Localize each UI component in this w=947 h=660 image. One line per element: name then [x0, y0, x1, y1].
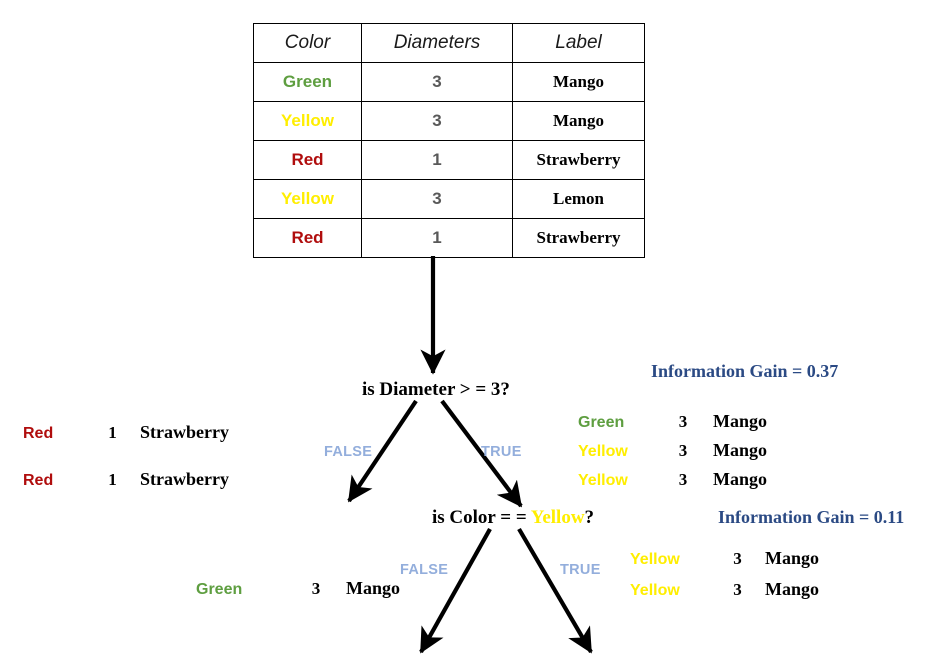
node-question-prefix: is Color = =	[432, 507, 531, 528]
cell-label: Lemon	[512, 179, 645, 219]
subset-diameter: 1	[108, 423, 117, 442]
subset-color: Yellow	[578, 443, 628, 460]
node-question-text: is Diameter > = 3?	[362, 379, 510, 400]
subset-diameter: 3	[678, 441, 688, 460]
subset-row: Green 3 Mango	[196, 578, 400, 599]
cell-color: Red	[253, 140, 362, 180]
cell-color: Green	[253, 62, 362, 102]
cell-diameter: 1	[361, 218, 513, 258]
subset-color-false: Green 3 Mango	[196, 578, 400, 599]
node-question-suffix: ?	[584, 507, 595, 528]
cell-diameter: 3	[361, 62, 513, 102]
information-gain-root: Information Gain = 0.37	[651, 361, 839, 381]
information-gain-color: Information Gain = 0.11	[718, 507, 905, 527]
subset-row: Yellow 3 Mango	[630, 579, 819, 600]
subset-color: Green	[578, 414, 625, 431]
subset-diameter: 3	[311, 579, 321, 598]
subset-label: Mango	[765, 548, 819, 568]
cell-color: Yellow	[253, 101, 362, 141]
cell-label: Strawberry	[512, 140, 645, 180]
subset-row: Yellow 3 Mango	[578, 440, 767, 461]
cell-diameter: 1	[361, 140, 513, 180]
decision-node-color[interactable]: is Color = = Yellow?	[432, 507, 594, 529]
branch-label-color-true: TRUE	[560, 562, 601, 578]
subset-row: Yellow 3 Mango	[630, 548, 819, 569]
subset-diameter: 3	[733, 580, 742, 599]
branch-label-root-false: FALSE	[324, 444, 373, 460]
subset-label: Mango	[713, 440, 767, 460]
cell-diameter: 3	[361, 101, 513, 141]
subset-diameter: 3	[678, 412, 688, 431]
cell-color: Yellow	[253, 179, 362, 219]
node-question-highlight: Yellow	[530, 507, 585, 528]
subset-color: Yellow	[578, 472, 628, 489]
subset-label: Mango	[713, 469, 767, 489]
subset-label: Strawberry	[140, 469, 229, 489]
column-header-color: Color	[253, 23, 362, 63]
column-header-diameters: Diameters	[361, 23, 513, 63]
table-header-row: Color Diameters Label	[253, 23, 645, 63]
subset-diameter: 1	[108, 470, 117, 489]
subset-label: Mango	[713, 411, 767, 431]
subset-diameter: 3	[678, 470, 688, 489]
cell-label: Strawberry	[512, 218, 645, 258]
arrow-color-false	[419, 527, 492, 654]
subset-color: Yellow	[630, 551, 680, 568]
subset-label: Strawberry	[140, 422, 229, 442]
arrow-color-true	[517, 527, 593, 654]
subset-row: Green 3 Mango	[578, 411, 767, 432]
cell-color: Red	[253, 218, 362, 258]
subset-label: Mango	[765, 579, 819, 599]
subset-label: Mango	[346, 578, 400, 598]
subset-row: Red 1 Strawberry	[23, 469, 229, 490]
subset-diameter: 3	[733, 549, 742, 568]
decision-node-diameter[interactable]: is Diameter > = 3?	[362, 379, 510, 401]
branch-label-root-true: TRUE	[481, 444, 522, 460]
cell-diameter: 3	[361, 179, 513, 219]
subset-color: Red	[23, 472, 54, 489]
cell-label: Mango	[512, 101, 645, 141]
cell-label: Mango	[512, 62, 645, 102]
subset-row: Yellow 3 Mango	[578, 469, 767, 490]
subset-color: Red	[23, 425, 54, 442]
column-header-label: Label	[512, 23, 645, 63]
subset-color: Green	[196, 581, 243, 598]
branch-label-color-false: FALSE	[400, 562, 449, 578]
subset-row: Red 1 Strawberry	[23, 422, 229, 443]
subset-color: Yellow	[630, 582, 680, 599]
